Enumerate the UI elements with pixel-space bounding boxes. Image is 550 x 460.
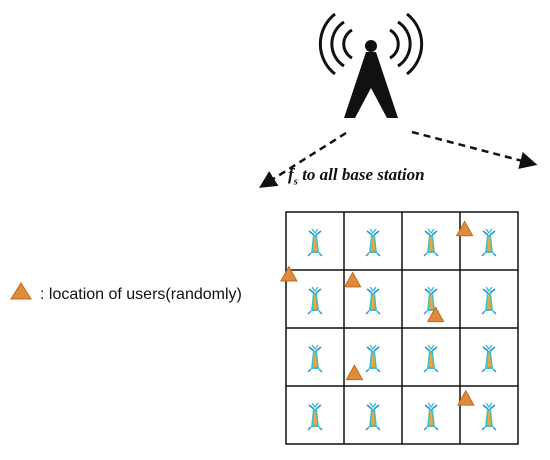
- base-station-icon: [423, 228, 439, 257]
- base-station-icon: [365, 286, 381, 315]
- dashed-arrow-right: [411, 130, 538, 169]
- broadcast-tower-icon: [318, 12, 424, 118]
- base-station-icon: [307, 344, 323, 373]
- caption-subscript: s: [293, 175, 298, 188]
- user-location-marker: [280, 265, 298, 282]
- user-location-marker: [343, 271, 362, 288]
- user-location-marker: [456, 389, 475, 406]
- user-location-triangle-icon: [10, 282, 32, 300]
- base-station-icon: [481, 402, 497, 431]
- base-station-grid: [280, 211, 519, 445]
- user-location-marker: [345, 364, 364, 381]
- base-station-icon: [423, 344, 439, 373]
- base-station-icon: [307, 286, 323, 315]
- base-station-icon: [307, 228, 323, 257]
- base-station-icon: [481, 286, 497, 315]
- base-station-icon: [423, 402, 439, 431]
- base-station-icon: [365, 228, 381, 257]
- legend: : location of users(randomly): [6, 280, 242, 310]
- caption-prefix: f: [288, 165, 294, 184]
- base-station-icon: [481, 228, 497, 257]
- user-location-marker: [426, 306, 445, 323]
- base-station-icon: [365, 402, 381, 431]
- base-station-icon: [481, 344, 497, 373]
- base-station-icon: [365, 344, 381, 373]
- caption-suffix: to all base station: [297, 165, 425, 184]
- base-station-icon: [423, 286, 439, 315]
- broadcast-caption: fs to all base station: [288, 165, 508, 187]
- legend-label: : location of users(randomly): [40, 286, 242, 303]
- user-location-marker: [455, 220, 474, 237]
- dashed-arrow-left: [259, 131, 347, 188]
- base-station-icon: [307, 402, 323, 431]
